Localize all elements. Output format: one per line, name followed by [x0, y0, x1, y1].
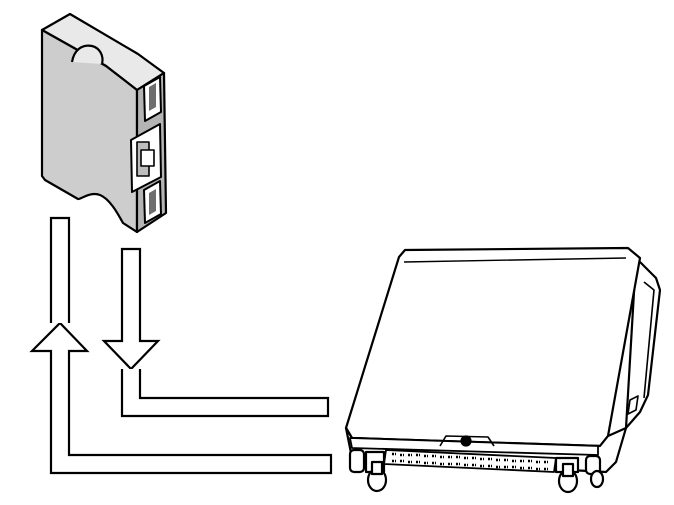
signal-from-relay — [101, 247, 330, 418]
ecu-left-post — [348, 448, 388, 493]
relay-front-face — [40, 28, 139, 234]
ecu-lid — [344, 246, 642, 448]
relay-module-icon — [40, 12, 168, 234]
ecu-right-post — [554, 454, 605, 494]
ecu-icon — [344, 246, 662, 494]
ecu-ledge — [349, 437, 599, 456]
ecu-connector-pins — [392, 452, 548, 471]
signal-to-relay — [29, 216, 333, 475]
relay-top-notch — [70, 44, 104, 65]
signal-to-relay-shaft — [49, 216, 71, 323]
ecu-mounting-hole — [460, 435, 472, 447]
